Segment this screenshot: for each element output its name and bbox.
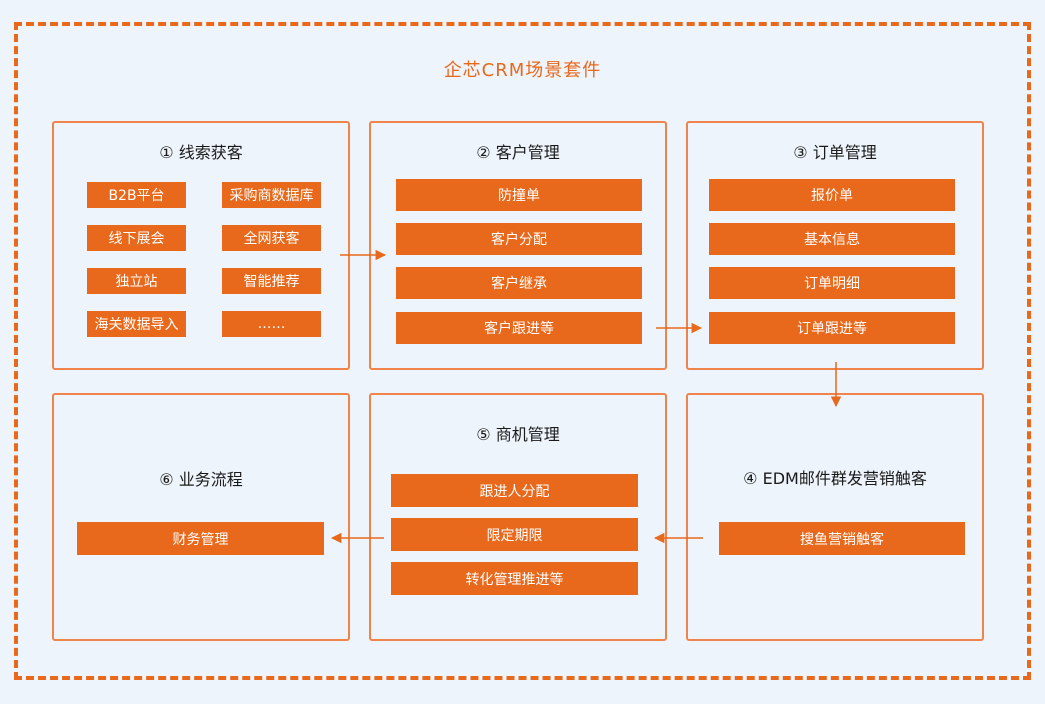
tag-customer-assign: 客户分配 xyxy=(396,223,642,255)
tag-basic-info: 基本信息 xyxy=(709,223,955,255)
tag-buyer-database: 采购商数据库 xyxy=(222,182,321,208)
tag-souyu-marketing: 搜鱼营销触客 xyxy=(719,522,965,555)
panel-edm-marketing: ④ EDM邮件群发营销触客 搜鱼营销触客 xyxy=(686,393,984,641)
panel-business-workflow: ⑥ 业务流程 财务管理 xyxy=(52,393,350,641)
panel-title-opportunity: ⑤ 商机管理 xyxy=(476,425,560,444)
panel-title-lead: ① 线索获客 xyxy=(159,143,243,162)
tag-web-acquisition: 全网获客 xyxy=(222,225,321,251)
tag-deadline: 限定期限 xyxy=(391,518,638,551)
diagram-title: 企芯CRM场景套件 xyxy=(443,60,602,81)
panel-customer-management: ② 客户管理 防撞单 客户分配 客户继承 客户跟进等 xyxy=(369,121,667,370)
tag-offline-expo: 线下展会 xyxy=(87,225,186,251)
panel-title-order: ③ 订单管理 xyxy=(793,143,877,162)
tag-anti-collision: 防撞单 xyxy=(396,179,642,211)
tag-ellipsis: …… xyxy=(222,311,321,337)
panel-title-edm: ④ EDM邮件群发营销触客 xyxy=(743,469,927,488)
tag-customer-inherit: 客户继承 xyxy=(396,267,642,299)
tag-followup-assign: 跟进人分配 xyxy=(391,474,638,507)
outer-dashed-frame xyxy=(14,22,1031,680)
tag-quotation: 报价单 xyxy=(709,179,955,211)
tag-customs-import: 海关数据导入 xyxy=(87,311,186,337)
panel-order-management: ③ 订单管理 报价单 基本信息 订单明细 订单跟进等 xyxy=(686,121,984,370)
tag-order-details: 订单明细 xyxy=(709,267,955,299)
panel-opportunity-management: ⑤ 商机管理 跟进人分配 限定期限 转化管理推进等 xyxy=(369,393,667,641)
panel-lead-acquisition: ① 线索获客 B2B平台 采购商数据库 线下展会 全网获客 独立站 智能推荐 海… xyxy=(52,121,350,370)
panel-title-customer: ② 客户管理 xyxy=(476,143,560,162)
tag-customer-followup: 客户跟进等 xyxy=(396,312,642,344)
tag-conversion: 转化管理推进等 xyxy=(391,562,638,595)
tag-smart-recommend: 智能推荐 xyxy=(222,268,321,294)
tag-finance: 财务管理 xyxy=(77,522,324,555)
tag-b2b-platform: B2B平台 xyxy=(87,182,186,208)
panel-title-workflow: ⑥ 业务流程 xyxy=(159,470,243,489)
tag-order-followup: 订单跟进等 xyxy=(709,312,955,344)
tag-independent-site: 独立站 xyxy=(87,268,186,294)
